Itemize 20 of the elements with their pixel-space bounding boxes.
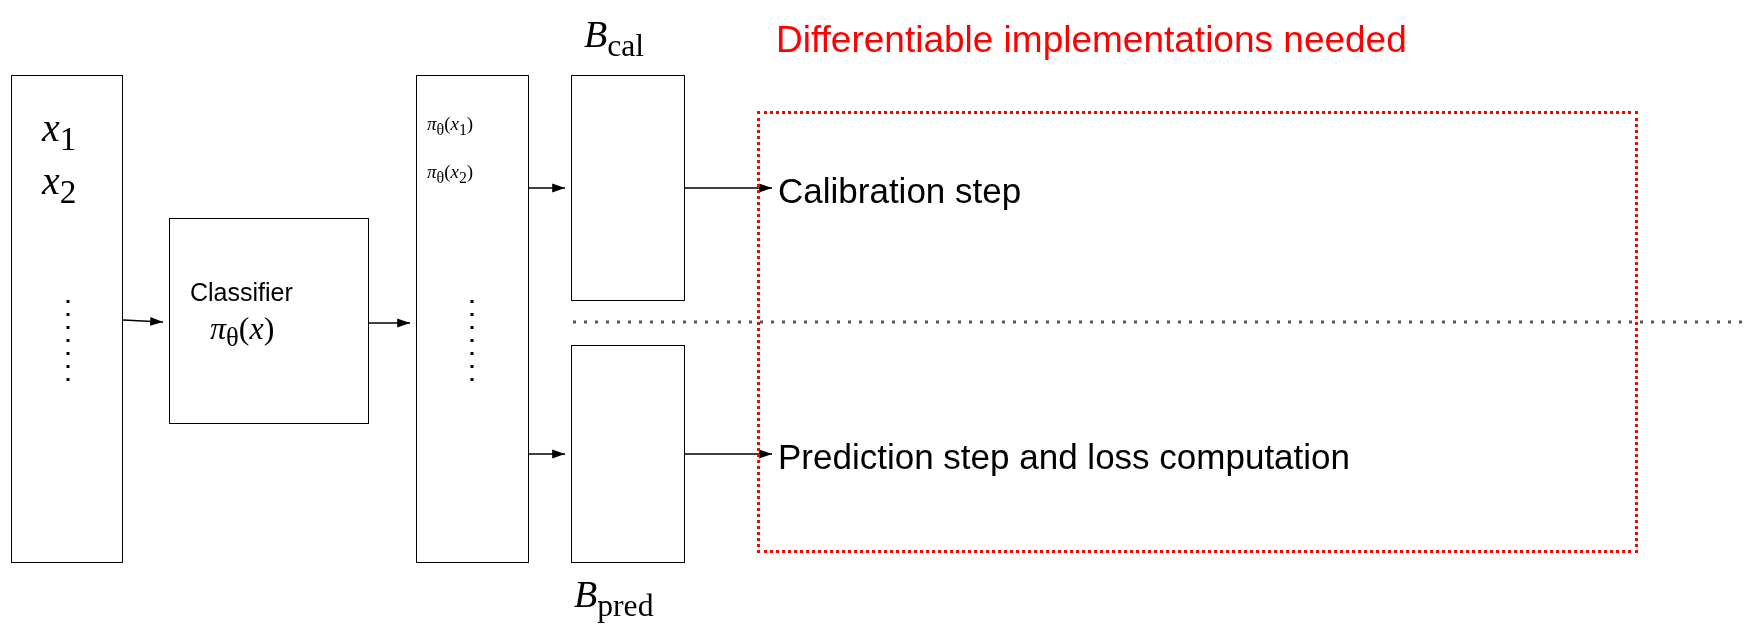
step-label: Calibration step xyxy=(778,170,1058,211)
classifier-box xyxy=(169,218,369,424)
region-heading: Differentiable implementations needed xyxy=(776,20,1407,61)
arrow xyxy=(684,183,773,193)
math-label: x$_{2}$ xyxy=(42,159,77,211)
step-label: Prediction step and loss computation xyxy=(778,436,1398,477)
math-label: π$_{θ}$(x$_{1}$) xyxy=(427,114,474,139)
classifier-label: Classifier xyxy=(190,279,293,307)
arrow xyxy=(528,449,566,459)
batch-label: B$_{pred}$ xyxy=(574,574,654,624)
arrow xyxy=(122,316,164,326)
math-label: x$_{1}$ xyxy=(42,106,77,158)
math-label: π$_{θ}$(x$_{2}$) xyxy=(427,162,474,187)
batch-label: B$_{cal}$ xyxy=(584,14,645,64)
arrow xyxy=(684,449,773,459)
arrow xyxy=(368,318,411,328)
output-box xyxy=(416,75,529,563)
arrow xyxy=(528,183,566,193)
input-box xyxy=(11,75,123,563)
math-label: π$_{θ}$(x) xyxy=(210,311,275,353)
